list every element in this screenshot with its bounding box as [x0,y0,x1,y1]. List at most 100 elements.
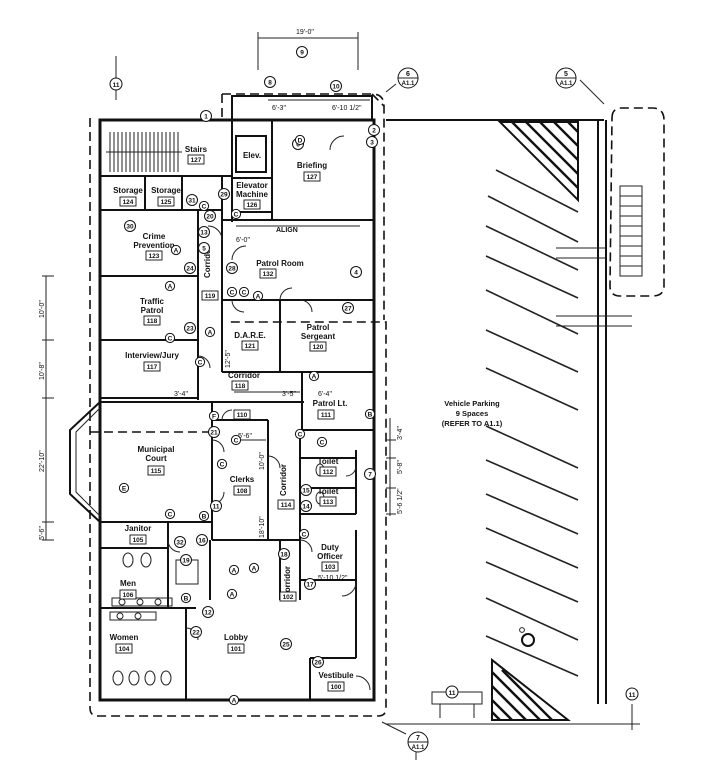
svg-text:ALIGN: ALIGN [276,227,298,234]
no-parking-hatch-bottom [491,657,571,721]
keynote-tag-17: 17 [304,578,316,590]
keynote-tag-5: 5 [198,242,210,254]
svg-text:28: 28 [228,265,236,272]
svg-text:21: 21 [210,429,218,436]
svg-text:18: 18 [280,551,288,558]
room-name-toilet-112: Toilet [318,457,339,466]
room-number-lobby: 101 [231,646,242,653]
svg-text:A: A [168,283,173,290]
room-number-storage-124: 124 [123,199,134,206]
door-mark-A: A [252,290,264,302]
svg-text:B: B [368,411,373,418]
keynote-tag-22: 22 [190,626,202,638]
room-number-corridor-119: 119 [205,293,216,300]
svg-text:3'-5": 3'-5" [282,391,296,398]
room-name-municipal-court-1: Municipal [138,445,175,454]
door-mark-A: A [226,588,238,600]
room-number-women: 104 [119,646,130,653]
room-number-crime-prevention: 123 [149,253,160,260]
svg-text:11: 11 [629,692,636,699]
door-mark-E: E [118,482,130,494]
room-name-men: Men [120,579,136,588]
svg-text:C: C [220,461,225,468]
keynote-tag-3: 3 [366,136,378,148]
svg-text:B: B [184,595,189,602]
room-name-traffic-patrol-2: Patrol [141,306,164,315]
keynote-tag-20: 20 [204,210,216,222]
keynote-tag-21: 21 [208,426,220,438]
room-number-110: 110 [237,412,248,419]
svg-text:24: 24 [186,265,194,272]
keynote-tag-19: 19 [180,554,192,566]
svg-text:6'-3": 6'-3" [272,105,286,112]
svg-text:6'-0": 6'-0" [236,237,250,244]
svg-text:Vehicle Parking: Vehicle Parking [444,399,500,408]
svg-text:25: 25 [282,641,290,648]
svg-text:31: 31 [188,197,196,204]
court-bay-window-inner [75,407,101,517]
svg-text:13: 13 [200,229,208,236]
top-bumpout-wall [231,95,373,120]
svg-text:A: A [256,293,261,300]
room-number-clerks: 108 [237,488,248,495]
svg-text:11: 11 [449,690,456,697]
room-number-interview-jury: 117 [147,364,158,371]
door-swings [167,135,371,691]
svg-text:A1.1: A1.1 [402,81,415,87]
keynote-tag-11: 11 [210,500,222,512]
room-name-elev-machine-1: Elevator [236,181,268,190]
room-number-patrol-room: 132 [263,271,274,278]
room-number-duty-officer: 103 [325,564,336,571]
svg-text:14: 14 [302,503,310,510]
stair-treads [106,132,182,172]
accessible-symbol [519,627,535,647]
svg-text:E: E [122,485,127,492]
svg-text:1: 1 [204,113,208,120]
room-number-traffic-patrol: 118 [147,318,158,325]
svg-text:11: 11 [213,503,220,510]
svg-text:17: 17 [306,581,314,588]
room-name-corridor-102: Corridor [283,566,292,598]
room-name-corridor-114: Corridor [279,464,288,496]
door-mark-C: C [216,458,228,470]
room-name-traffic-patrol-1: Traffic [140,297,165,306]
door-mark-C: C [194,356,206,368]
svg-text:19: 19 [182,557,190,564]
svg-text:A: A [232,697,237,704]
room-number-corridor-102: 102 [283,594,294,601]
section-tag-6: 6 A1.1 [397,67,419,89]
exterior-stair [619,185,643,277]
door-mark-B: B [198,510,210,522]
section-tag-7: 7 A1.1 [407,731,429,753]
parking-lot [386,119,640,725]
svg-text:3'-4": 3'-4" [397,426,404,440]
svg-text:16: 16 [198,537,206,544]
svg-text:5'-6": 5'-6" [39,526,46,540]
door-mark-A: A [228,564,240,576]
svg-text:A: A [312,373,317,380]
svg-text:C: C [234,437,239,444]
svg-text:6'-4": 6'-4" [318,391,332,398]
door-mark-C: C [238,286,250,298]
room-number-box [187,154,205,165]
room-name-janitor: Janitor [125,524,152,533]
keynote-tag-16: 16 [196,534,208,546]
room-number-stairs: 127 [191,157,202,164]
room-number-men: 106 [123,592,134,599]
svg-text:A1.1: A1.1 [412,745,425,751]
door-mark-F: F [208,410,220,422]
keynote-tag-28: 28 [226,262,238,274]
keynote-tag-23: 23 [184,322,196,334]
keynote-tag-31: 31 [186,194,198,206]
keynote-tag-27: 27 [342,302,354,314]
room-name-municipal-court-2: Court [145,454,167,463]
door-mark-D: D [294,134,306,146]
door-mark-C: C [230,208,242,220]
svg-text:32: 32 [176,539,184,546]
grid-bubble-bottom: 11 [445,685,459,699]
room-name-duty-officer-2: Officer [317,552,343,561]
room-name-storage-124: Storage [113,186,143,195]
keynote-tag-24: 24 [184,262,196,274]
svg-text:C: C [168,335,173,342]
section-tag-5: 5 A1.1 [555,67,577,89]
